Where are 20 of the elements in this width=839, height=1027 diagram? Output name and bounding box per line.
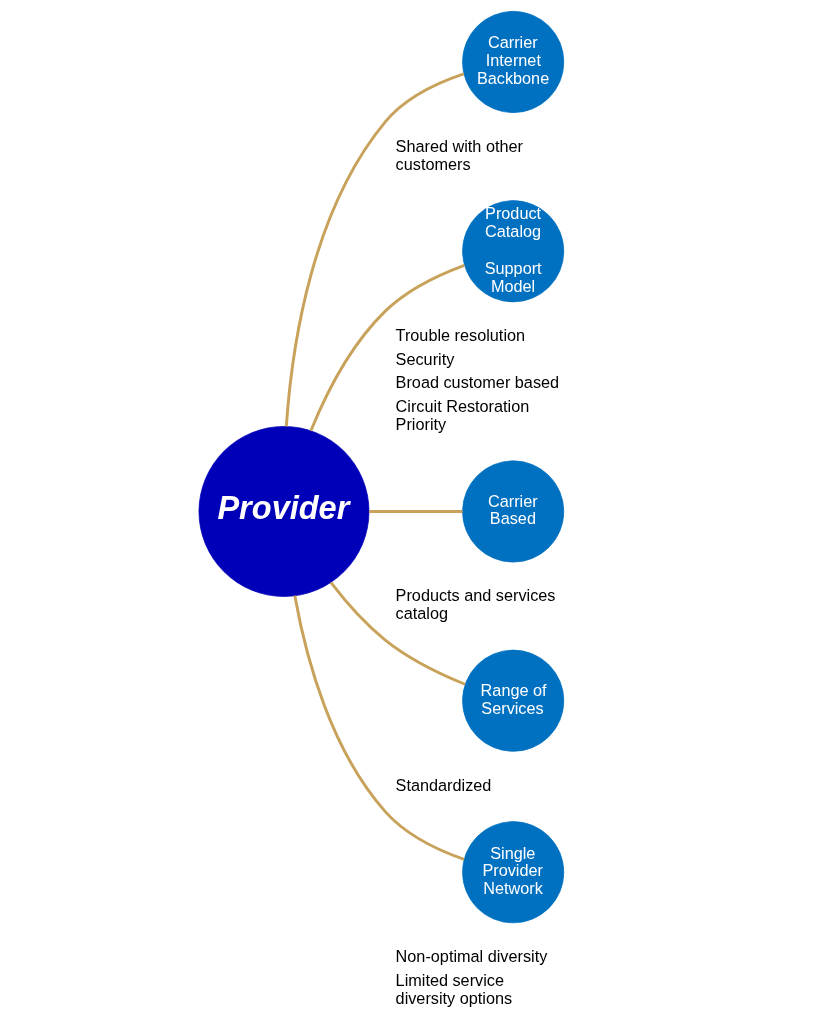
connector [329, 581, 466, 686]
node-label: Security [395, 349, 454, 368]
node-circle: Carrier Based [461, 460, 564, 563]
node-label: Non-optimal diversity [395, 947, 547, 966]
node-label: Circuit Restoration Priority [395, 397, 529, 433]
node-circle: Provider [198, 426, 369, 597]
node-label: Trouble resolution [395, 326, 525, 345]
node-circle: Carrier Internet Backbone [461, 11, 564, 113]
node-label: Standardized [395, 775, 491, 794]
connector [309, 263, 465, 432]
node-label: Products and services catalog [395, 586, 555, 623]
connector [368, 510, 462, 513]
connector [284, 72, 464, 427]
node-circle: Single Provider Network [461, 821, 564, 924]
connector [292, 595, 465, 861]
node-circle: Product Catalog Support Model [461, 200, 564, 303]
node-label: Broad customer based [395, 373, 559, 392]
node-label: Shared with other customers [395, 136, 523, 173]
node-label: Limited service diversity options [395, 970, 512, 1007]
node-circle: Range of Services [461, 649, 564, 752]
